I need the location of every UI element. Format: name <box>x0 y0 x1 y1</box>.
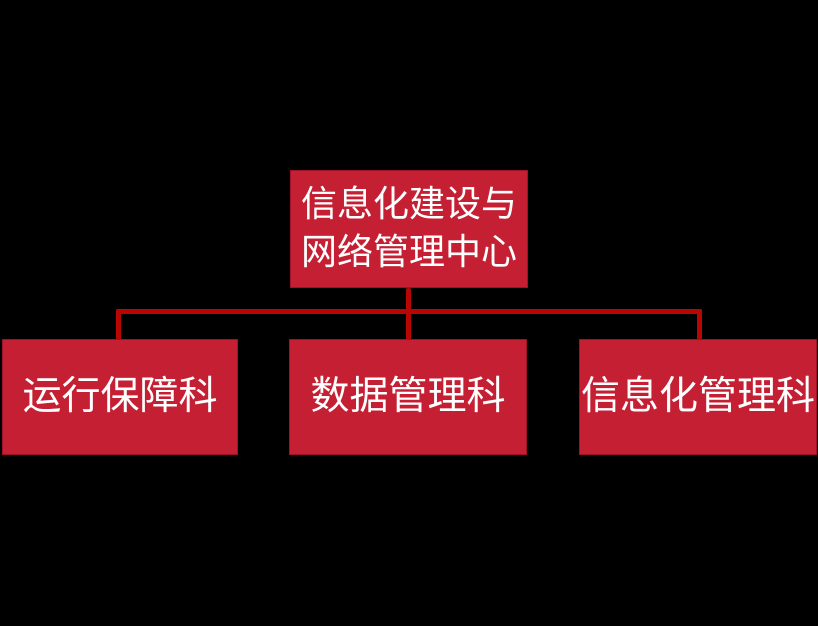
org-node-informatization-management[interactable]: 信息化管理科 <box>579 339 817 455</box>
org-node-root[interactable]: 信息化建设与 网络管理中心 <box>290 170 528 288</box>
org-node-label: 数据管理科 <box>310 374 506 420</box>
connector-drop-left <box>116 309 121 340</box>
org-node-data-management[interactable]: 数据管理科 <box>289 339 527 455</box>
org-node-operation-support[interactable]: 运行保障科 <box>2 339 238 455</box>
connector-root-stub <box>406 288 411 312</box>
org-node-label: 运行保障科 <box>22 374 218 420</box>
org-node-root-label-line1: 信息化建设与 <box>300 184 517 226</box>
org-node-label: 信息化管理科 <box>580 374 815 420</box>
connector-drop-right <box>697 309 702 340</box>
connector-drop-middle <box>406 309 411 340</box>
org-node-root-label-line2: 网络管理中心 <box>300 232 517 273</box>
